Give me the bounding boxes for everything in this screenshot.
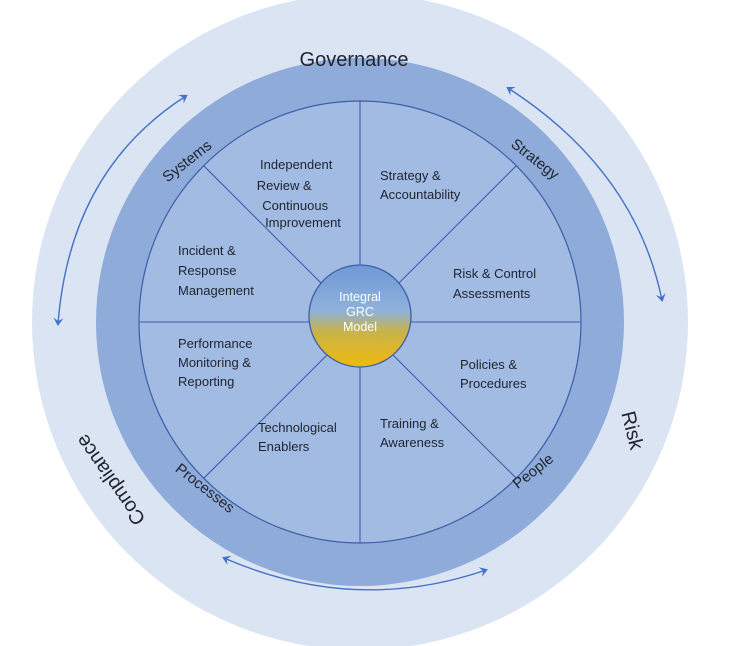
- center-label-line3: Model: [343, 320, 377, 334]
- center-label-line2: GRC: [346, 305, 374, 319]
- segment-strategy-accountability: Strategy & Accountability: [380, 168, 461, 202]
- center-label-line1: Integral: [339, 290, 381, 304]
- arrow-systems-compliance: [53, 94, 188, 326]
- arrow-governance-risk: [506, 86, 666, 302]
- segment-policies: Policies & Procedures: [460, 357, 527, 391]
- outer-label-governance: Governance: [300, 49, 409, 71]
- segment-performance: Performance Monitoring & Reporting: [178, 336, 256, 389]
- center-circle: [308, 264, 412, 368]
- arrow-processes-people: [222, 555, 488, 591]
- segment-training: Training & Awareness: [380, 416, 445, 450]
- segment-technological: Technological Enablers: [258, 420, 340, 454]
- segment-incident: Incident & Response Management: [178, 243, 254, 298]
- segment-independent-review: Independent Review & Continuous Improvem…: [257, 157, 342, 230]
